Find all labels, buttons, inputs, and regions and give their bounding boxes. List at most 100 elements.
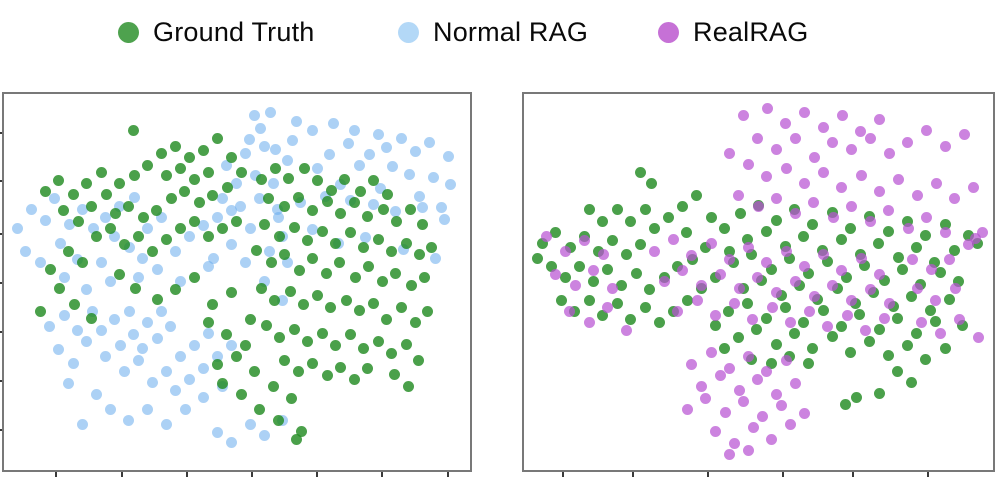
scatter-point-ground-truth — [840, 399, 852, 411]
scatter-point-ground-truth — [583, 204, 595, 216]
scatter-point-ground-truth — [873, 237, 885, 249]
scatter-point-normal-rag — [265, 106, 277, 118]
scatter-point-normal-rag — [254, 193, 266, 205]
scatter-point-ground-truth — [330, 238, 342, 250]
scatter-point-ground-truth — [646, 177, 658, 189]
scatter-point-realrag — [780, 118, 792, 130]
scatter-point-realrag — [723, 449, 735, 461]
scatter-point-ground-truth — [741, 297, 753, 309]
scatter-point-realrag — [607, 283, 619, 295]
scatter-point-ground-truth — [625, 215, 637, 227]
scatter-point-ground-truth — [412, 354, 424, 366]
scatter-point-ground-truth — [602, 264, 614, 276]
scatter-point-realrag — [920, 212, 932, 224]
scatter-point-normal-rag — [342, 138, 354, 150]
scatter-point-ground-truth — [256, 282, 268, 294]
scatter-point-ground-truth — [316, 328, 328, 339]
scatter-point-ground-truth — [639, 204, 651, 216]
scatter-point-ground-truth — [911, 241, 923, 253]
scatter-point-normal-rag — [312, 162, 324, 174]
scatter-point-normal-rag — [151, 332, 163, 344]
scatter-point-ground-truth — [817, 305, 829, 317]
scatter-point-normal-rag — [175, 350, 187, 362]
scatter-point-realrag — [682, 403, 694, 415]
scatter-point-ground-truth — [634, 238, 646, 250]
scatter-point-ground-truth — [396, 301, 408, 313]
scatter-point-ground-truth — [63, 245, 75, 257]
scatter-point-ground-truth — [217, 223, 229, 235]
scatter-point-realrag — [935, 328, 947, 340]
scatter-point-ground-truth — [892, 252, 904, 264]
scatter-point-normal-rag — [95, 324, 107, 336]
scatter-point-ground-truth — [681, 294, 693, 306]
scatter-point-realrag — [752, 133, 764, 145]
scatter-point-realrag — [550, 268, 562, 280]
scatter-point-ground-truth — [840, 271, 852, 283]
scatter-point-normal-rag — [387, 160, 399, 172]
scatter-point-realrag — [963, 238, 975, 250]
scatter-point-normal-rag — [105, 275, 117, 287]
scatter-point-ground-truth — [293, 365, 305, 377]
scatter-point-normal-rag — [424, 136, 436, 148]
scatter-point-realrag — [855, 125, 867, 137]
scatter-point-ground-truth — [766, 357, 778, 369]
scatter-point-realrag — [686, 249, 698, 261]
scatter-point-normal-rag — [165, 320, 177, 332]
y-axis-tick — [0, 428, 2, 431]
scatter-point-realrag — [804, 305, 816, 317]
scatter-point-ground-truth — [368, 298, 380, 310]
scatter-point-realrag — [893, 174, 905, 186]
scatter-point-normal-rag — [169, 246, 181, 258]
realrag-dot-icon — [658, 21, 679, 43]
scatter-point-ground-truth — [284, 286, 296, 298]
scatter-point-ground-truth — [298, 162, 310, 174]
scatter-point-realrag — [752, 200, 764, 212]
scatter-point-ground-truth — [362, 362, 374, 374]
x-axis-tick — [446, 472, 449, 477]
scatter-point-realrag — [560, 245, 572, 257]
scatter-point-ground-truth — [827, 331, 839, 343]
scatter-point-realrag — [953, 313, 965, 325]
scatter-point-normal-rag — [137, 343, 149, 355]
scatter-point-realrag — [733, 189, 745, 201]
scatter-point-ground-truth — [151, 294, 163, 306]
scatter-point-ground-truth — [263, 193, 275, 205]
scatter-point-ground-truth — [858, 260, 870, 272]
scatter-point-ground-truth — [390, 267, 402, 279]
scatter-point-normal-rag — [430, 253, 442, 265]
scatter-point-realrag — [944, 253, 956, 265]
scatter-point-realrag — [719, 407, 731, 419]
scatter-point-ground-truth — [358, 343, 370, 355]
scatter-point-ground-truth — [822, 256, 834, 268]
scatter-point-normal-rag — [428, 172, 440, 184]
scatter-point-normal-rag — [203, 328, 215, 340]
scatter-plot-area-left — [4, 94, 470, 470]
scatter-point-realrag — [743, 350, 755, 362]
scatter-point-ground-truth — [142, 159, 154, 171]
scatter-point-ground-truth — [76, 257, 88, 269]
scatter-point-ground-truth — [249, 366, 261, 378]
scatter-point-ground-truth — [362, 260, 374, 272]
scatter-point-ground-truth — [892, 365, 904, 377]
scatter-point-normal-rag — [258, 275, 270, 287]
scatter-point-normal-rag — [64, 218, 76, 230]
scatter-point-ground-truth — [184, 151, 196, 163]
scatter-point-normal-rag — [235, 200, 247, 212]
scatter-point-ground-truth — [189, 174, 201, 186]
scatter-point-ground-truth — [293, 192, 305, 204]
scatter-point-ground-truth — [258, 218, 270, 230]
scatter-point-normal-rag — [225, 238, 237, 250]
scatter-point-ground-truth — [583, 294, 595, 306]
scatter-point-ground-truth — [770, 214, 782, 226]
scatter-point-realrag — [747, 313, 759, 325]
scatter-point-realrag — [705, 347, 717, 359]
scatter-point-ground-truth — [354, 185, 366, 197]
scatter-point-ground-truth — [662, 212, 674, 224]
scatter-point-ground-truth — [681, 226, 693, 238]
scatter-point-ground-truth — [81, 178, 93, 190]
scatter-point-realrag — [578, 234, 590, 246]
y-axis-tick — [0, 180, 2, 183]
scatter-point-ground-truth — [128, 124, 140, 136]
scatter-point-normal-rag — [169, 385, 181, 397]
scatter-point-ground-truth — [386, 246, 398, 258]
